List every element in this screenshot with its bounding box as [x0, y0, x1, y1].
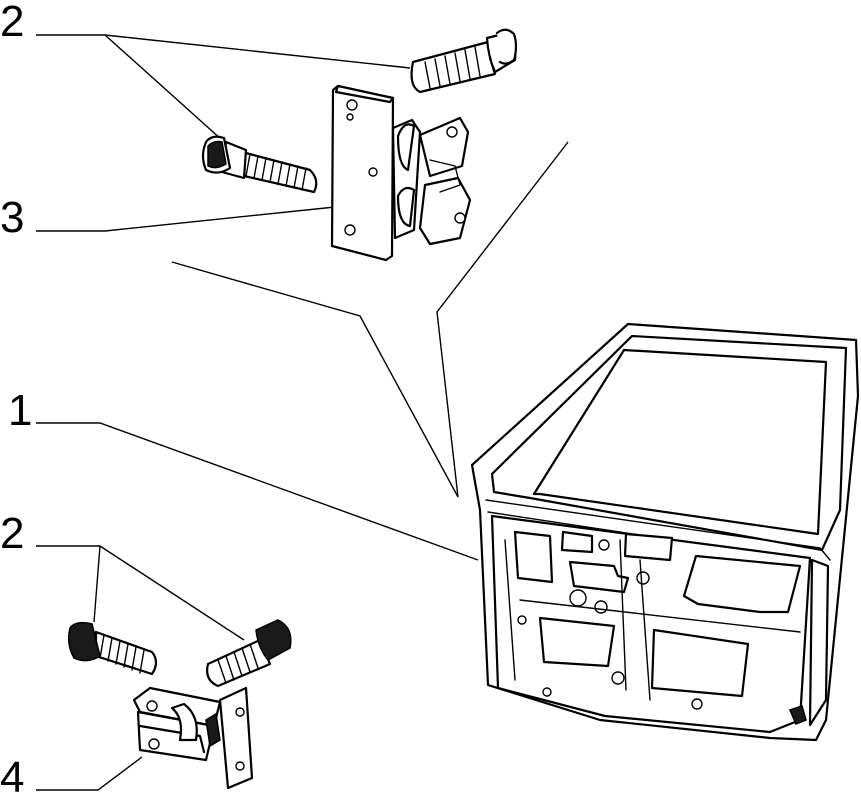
- alignment-line-left: [171, 261, 459, 498]
- bolt-upper-left: [201, 135, 318, 194]
- alignment-line-right: [436, 141, 569, 498]
- callout-label-4: 4: [0, 753, 24, 796]
- lower-hinge: [132, 686, 254, 790]
- callout-label-3: 3: [0, 193, 24, 242]
- upper-hinge: [330, 84, 472, 262]
- leader-top-2-a: [36, 34, 411, 69]
- leader-bottom-2-b: [99, 545, 245, 641]
- bolt-lower-right: [206, 619, 292, 688]
- leader-top-2-b: [104, 34, 223, 141]
- bolt-top-right: [410, 28, 518, 94]
- leader-1: [36, 422, 479, 561]
- callout-label-1: 1: [8, 386, 32, 435]
- leader-lines: [36, 34, 569, 791]
- leader-4: [36, 756, 143, 791]
- leader-bottom-2-a: [36, 545, 101, 623]
- callout-label-bottom-2: 2: [0, 509, 24, 558]
- door-shell: [470, 322, 860, 742]
- callout-label-top-2: 2: [0, 0, 24, 46]
- bolt-lower-left: [67, 621, 158, 676]
- leader-3: [36, 206, 336, 232]
